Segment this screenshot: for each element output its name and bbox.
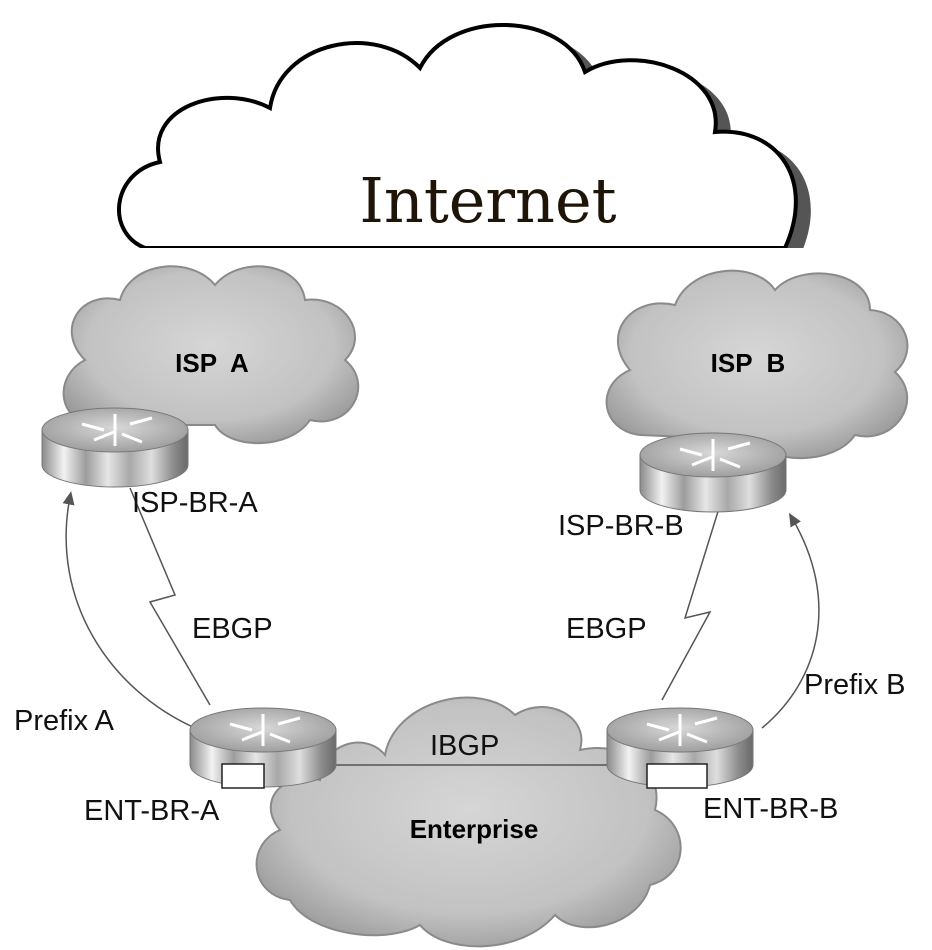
router-isp-br-a — [41, 407, 189, 488]
router-arrows-icon — [679, 439, 751, 471]
ebgp-link-a — [129, 487, 211, 706]
internet-cloud-cutoff — [100, 248, 840, 268]
router-port — [221, 763, 265, 789]
ent-br-b-label: ENT-BR-B — [703, 793, 838, 825]
ent-br-a-label: ENT-BR-A — [84, 795, 220, 827]
enterprise-cloud: Enterprise — [255, 696, 682, 948]
router-arrows-icon — [646, 714, 718, 746]
router-arrows-icon — [81, 414, 153, 446]
internet-label: Internet — [359, 164, 616, 237]
enterprise-label: Enterprise — [410, 814, 539, 844]
isp-b-cloud: ISP B — [605, 269, 909, 460]
isp-a-cloud: ISP A — [62, 265, 360, 445]
isp-b-label: ISP B — [711, 348, 786, 378]
isp-a-label: ISP A — [175, 348, 249, 378]
router-ent-br-a — [189, 707, 337, 789]
links — [62, 487, 820, 766]
prefix-b-label: Prefix B — [804, 669, 906, 701]
internet-cloud-body — [117, 23, 798, 250]
router-isp-br-b — [639, 432, 787, 513]
isp-br-a-label: ISP-BR-A — [132, 487, 258, 519]
router-port — [646, 763, 708, 789]
isp-b-cloud-body — [605, 269, 909, 460]
ebgp-link-b — [661, 504, 721, 701]
isp-a-cloud-body — [62, 265, 360, 445]
prefix-a-arrow — [62, 491, 196, 729]
router-ent-br-b — [606, 707, 754, 789]
ebgp-b-label: EBGP — [566, 613, 647, 645]
isp-br-b-label: ISP-BR-B — [558, 510, 684, 542]
ibgp-label: IBGP — [430, 730, 499, 762]
internet-cloud: Internet — [100, 23, 840, 268]
prefix-a-label: Prefix A — [14, 705, 115, 737]
router-arrows-icon — [229, 714, 301, 746]
prefix-b-arrow — [761, 512, 820, 729]
ebgp-a-label: EBGP — [192, 613, 273, 645]
